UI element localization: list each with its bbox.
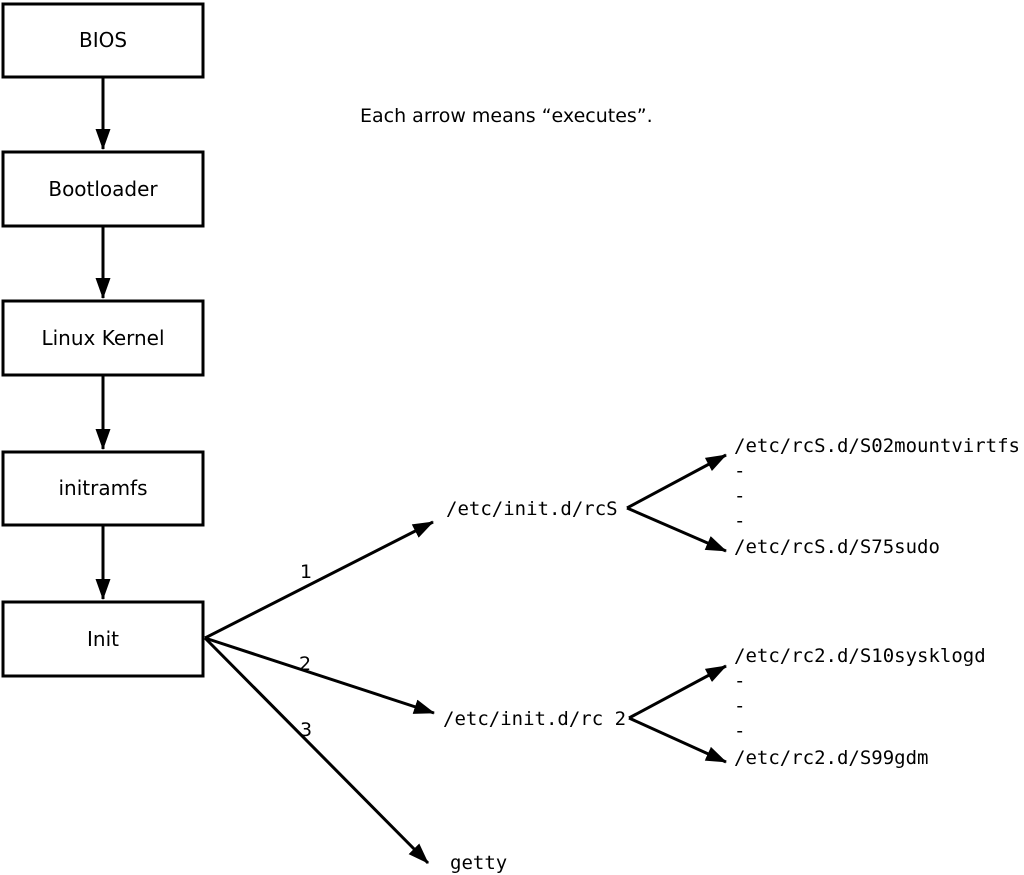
rcS-script-ellipsis-2: - (734, 485, 745, 507)
node-bios-box (1, 2, 205, 79)
diagram-caption: Each arrow means “executes”. (360, 105, 653, 127)
arrow-init-to-getty (203, 636, 430, 865)
arrow-rcS-to-last-script (626, 506, 727, 553)
node-initramfs: initramfs (1, 450, 205, 527)
arrow-rc2-to-first-script (628, 664, 727, 720)
node-linux-kernel: Linux Kernel (1, 299, 205, 377)
target-rcS-label: /etc/init.d/rcS (446, 498, 618, 520)
rc2-script-first: /etc/rc2.d/S10sysklogd (734, 645, 986, 667)
rc2-script-ellipsis-3: - (734, 720, 745, 742)
rcS-script-first: /etc/rcS.d/S02mountvirtfs (734, 435, 1020, 457)
branch-number-2: 2 (299, 653, 311, 675)
rcS-script-last: /etc/rcS.d/S75sudo (734, 536, 940, 558)
node-init: Init (1, 600, 205, 678)
rc2-script-ellipsis-2: - (734, 695, 745, 717)
branch-number-3: 3 (300, 719, 312, 741)
node-bootloader: Bootloader (1, 150, 205, 228)
node-bootloader-box (1, 150, 205, 228)
target-getty-label: getty (450, 852, 507, 874)
branch-number-1: 1 (300, 561, 312, 583)
rcS-script-ellipsis-1: - (734, 460, 745, 482)
arrow-rc2-to-last-script (628, 716, 727, 764)
node-bootloader-label: Bootloader (48, 177, 158, 201)
node-initramfs-label: initramfs (58, 476, 147, 500)
arrow-init-to-rc2 (204, 636, 435, 715)
target-rc2-label: /etc/init.d/rc 2 (443, 708, 626, 730)
rc2-script-last: /etc/rc2.d/S99gdm (734, 747, 928, 769)
rcS-script-ellipsis-3: - (734, 510, 745, 532)
node-initramfs-box (1, 450, 205, 527)
node-init-box (1, 600, 205, 678)
arrow-rcS-to-first-script (626, 453, 727, 510)
arrow-init-to-rcS (204, 520, 434, 640)
node-bios-label: BIOS (79, 28, 127, 52)
rc2-script-ellipsis-1: - (734, 670, 745, 692)
node-bios: BIOS (1, 2, 205, 79)
node-linux-kernel-label: Linux Kernel (41, 326, 164, 350)
node-init-label: Init (87, 627, 119, 651)
